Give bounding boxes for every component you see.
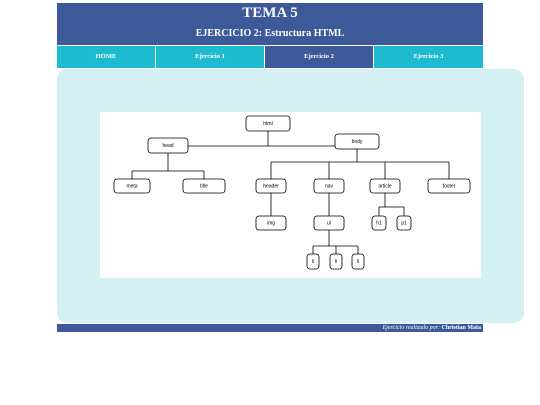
tab-ejercicio-2[interactable]: Ejercicio 2 bbox=[265, 46, 374, 68]
node-nav: nav bbox=[313, 178, 345, 194]
node-title: title bbox=[182, 178, 226, 194]
tree-diagram: html head body meta title header nav ar bbox=[113, 115, 471, 270]
node-body: body bbox=[334, 133, 380, 150]
node-h1-label: h1 bbox=[376, 220, 382, 226]
node-h1: h1 bbox=[371, 215, 387, 231]
node-p1-label: p1 bbox=[401, 220, 407, 226]
node-li-1: li bbox=[306, 253, 320, 270]
node-li-1-label: li bbox=[312, 259, 314, 265]
node-header: header bbox=[255, 178, 287, 194]
tab-ejercicio-3[interactable]: Ejercicio 3 bbox=[374, 46, 483, 68]
node-article: article bbox=[369, 178, 401, 194]
node-ul: ul bbox=[313, 215, 345, 231]
node-nav-label: nav bbox=[325, 183, 334, 189]
node-head: head bbox=[147, 137, 189, 154]
node-meta-label: meta bbox=[126, 183, 137, 189]
node-img: img bbox=[255, 215, 287, 231]
node-p1: p1 bbox=[396, 215, 412, 231]
node-li-3: li bbox=[351, 253, 365, 270]
page-subtitle: EJERCICIO 2: Estructura HTML bbox=[195, 28, 345, 39]
node-header-label: header bbox=[263, 183, 279, 189]
node-li-2: li bbox=[329, 253, 343, 270]
node-footer: footer bbox=[427, 178, 471, 194]
tab-home[interactable]: HOME bbox=[57, 46, 156, 68]
page-footer: Ejercicio realizado por: Christian Mata bbox=[57, 324, 483, 332]
node-html-label: html bbox=[263, 121, 272, 127]
page-header: TEMA 5 EJERCICIO 2: Estructura HTML bbox=[57, 3, 483, 45]
node-li-3-label: li bbox=[357, 259, 359, 265]
node-body-label: body bbox=[352, 139, 363, 145]
node-html: html bbox=[245, 115, 291, 132]
nav-bar: HOME Ejercicio 1 Ejercicio 2 Ejercicio 3 bbox=[57, 46, 483, 68]
node-ul-label: ul bbox=[327, 220, 331, 226]
node-title-label: title bbox=[200, 183, 208, 189]
node-img-label: img bbox=[267, 220, 275, 226]
footer-author: Christian Mata bbox=[441, 325, 482, 331]
node-article-label: article bbox=[378, 183, 392, 189]
node-footer-label: footer bbox=[443, 183, 456, 189]
html-structure-diagram: html head body meta title header nav ar bbox=[100, 112, 481, 278]
footer-credit-prefix: Ejercicio realizado por: bbox=[382, 325, 442, 331]
tab-ejercicio-1[interactable]: Ejercicio 1 bbox=[156, 46, 265, 68]
node-li-2-label: li bbox=[335, 259, 337, 265]
page-title: TEMA 5 bbox=[242, 5, 298, 21]
node-head-label: head bbox=[162, 143, 173, 149]
node-meta: meta bbox=[113, 178, 151, 194]
